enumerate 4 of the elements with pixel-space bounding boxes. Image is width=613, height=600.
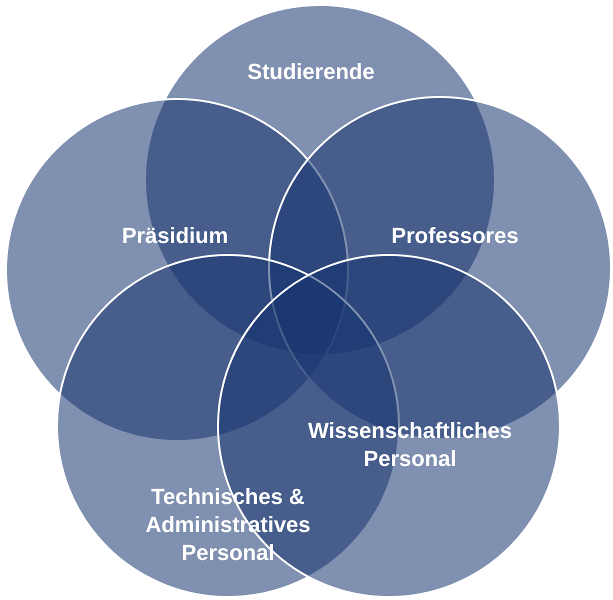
circle-label: Präsidium [120, 222, 230, 250]
circle-label: Professores [390, 222, 520, 250]
circle-label: Studierende [246, 58, 376, 86]
circle-label: Wissenschaftliches Personal [307, 417, 513, 473]
